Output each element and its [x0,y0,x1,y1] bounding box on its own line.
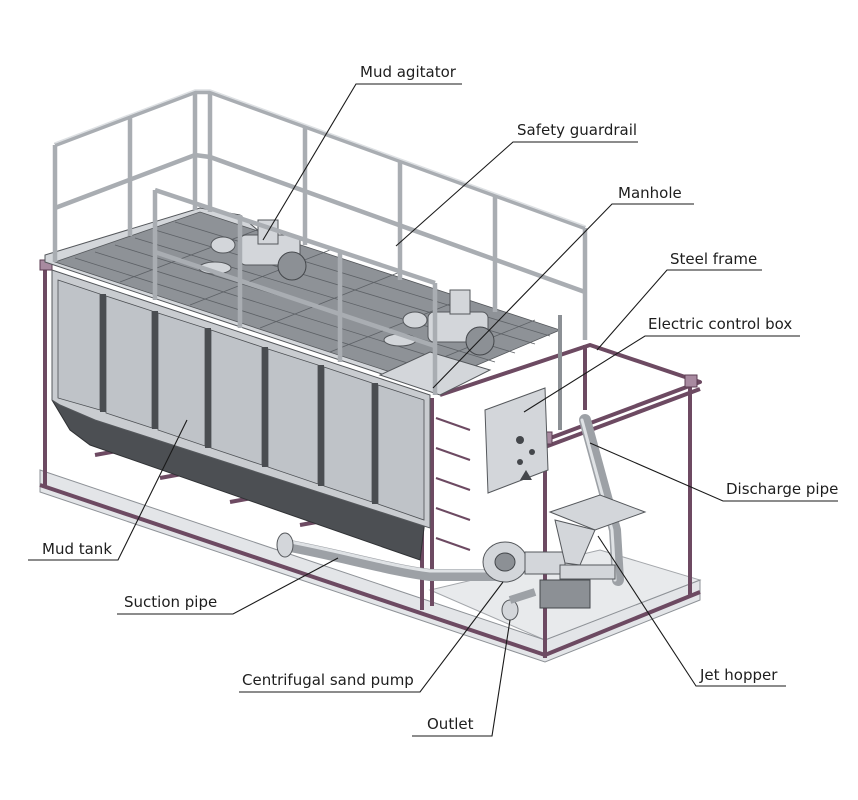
label-mud-agitator: Mud agitator [360,63,457,81]
labels: Mud agitator Safety guardrail Manhole St… [42,63,838,733]
leader-outlet [412,619,511,737]
leader-centrifugal-sand-pump [239,581,504,693]
pipework [276,315,647,621]
leader-mud-tank [28,419,188,561]
label-discharge-pipe: Discharge pipe [726,480,838,498]
leader-suction-pipe [117,557,339,615]
label-jet-hopper: Jet hopper [699,666,778,684]
label-centrifugal-sand-pump: Centrifugal sand pump [242,671,414,689]
label-outlet: Outlet [427,715,474,733]
label-mud-tank: Mud tank [42,540,112,558]
leader-electric-control-box [523,335,800,413]
label-suction-pipe: Suction pipe [124,593,217,611]
leader-jet-hopper [597,535,786,687]
label-safety-guardrail: Safety guardrail [517,121,637,139]
leader-steel-frame [596,269,762,351]
label-electric-control-box: Electric control box [648,315,792,333]
leader-lines [28,83,838,737]
safety-guardrail [52,89,588,395]
mud-agitators [198,219,495,356]
leader-mud-agitator [262,83,462,241]
label-steel-frame: Steel frame [670,250,757,268]
leader-discharge-pipe [589,442,838,502]
leader-safety-guardrail [395,141,638,247]
label-manhole: Manhole [618,184,682,202]
leader-manhole [432,203,694,389]
